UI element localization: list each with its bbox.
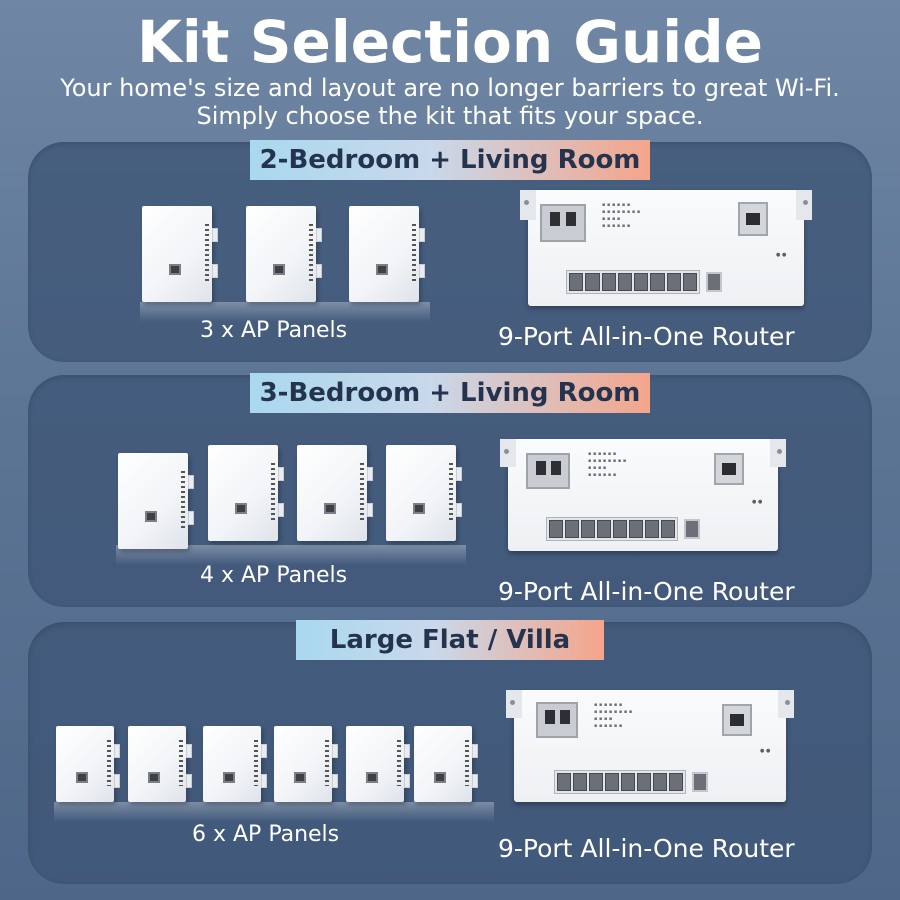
ap-panel-icon (349, 206, 425, 302)
panel-reflection (140, 302, 430, 322)
ap-panel-icon (128, 726, 192, 802)
ap-panel-icon (203, 726, 267, 802)
panels-caption: 4 x AP Panels (200, 563, 348, 588)
panel-reflection (116, 545, 466, 565)
router-icon: ▪ ▪ ▪ ▪ ▪ ▪▪ ▪ ▪ ▪ ▪ ▪ ▪ ▪▪ ▪ ▪ ▪▪ ▪ ▪ ▪… (506, 690, 794, 802)
ap-panel-icon (118, 453, 194, 549)
page-title: Kit Selection Guide (136, 8, 764, 76)
header: Kit Selection Guide Your home's size and… (0, 0, 900, 130)
ap-panel-icon (208, 445, 284, 541)
ap-panel-icon (246, 206, 322, 302)
router-caption: 9-Port All-in-One Router (498, 577, 795, 606)
page-subtitle: Your home's size and layout are no longe… (60, 74, 840, 130)
kit-label: 2-Bedroom + Living Room (250, 140, 650, 180)
kit-section-3-bedroom: 3-Bedroom + Living Room 4 x AP Panels ▪ … (28, 373, 872, 607)
ap-panel-icon (297, 445, 373, 541)
kit-label: Large Flat / Villa (296, 620, 604, 660)
kit-section-large-flat-villa: Large Flat / Villa 6 x AP Panels ▪ ▪ ▪ ▪… (28, 620, 872, 884)
ap-panel-icon (274, 726, 338, 802)
ap-panel-icon (142, 206, 218, 302)
ap-panel-icon (414, 726, 478, 802)
kit-section-2-bedroom: 2-Bedroom + Living Room 3 x AP Panels ▪ … (28, 140, 872, 362)
panel-reflection (54, 802, 494, 822)
kit-label: 3-Bedroom + Living Room (250, 373, 650, 413)
ap-panel-icon (346, 726, 410, 802)
panels-caption: 6 x AP Panels (192, 822, 340, 847)
router-caption: 9-Port All-in-One Router (498, 322, 795, 351)
ap-panel-icon (386, 445, 462, 541)
router-icon: ▪ ▪ ▪ ▪ ▪ ▪▪ ▪ ▪ ▪ ▪ ▪ ▪ ▪▪ ▪ ▪ ▪▪ ▪ ▪ ▪… (500, 439, 786, 551)
ap-panel-icon (56, 726, 120, 802)
panels-caption: 3 x AP Panels (200, 318, 348, 343)
router-icon: ▪ ▪ ▪ ▪ ▪ ▪▪ ▪ ▪ ▪ ▪ ▪ ▪ ▪▪ ▪ ▪ ▪▪ ▪ ▪ ▪… (520, 190, 812, 306)
router-caption: 9-Port All-in-One Router (498, 834, 795, 863)
